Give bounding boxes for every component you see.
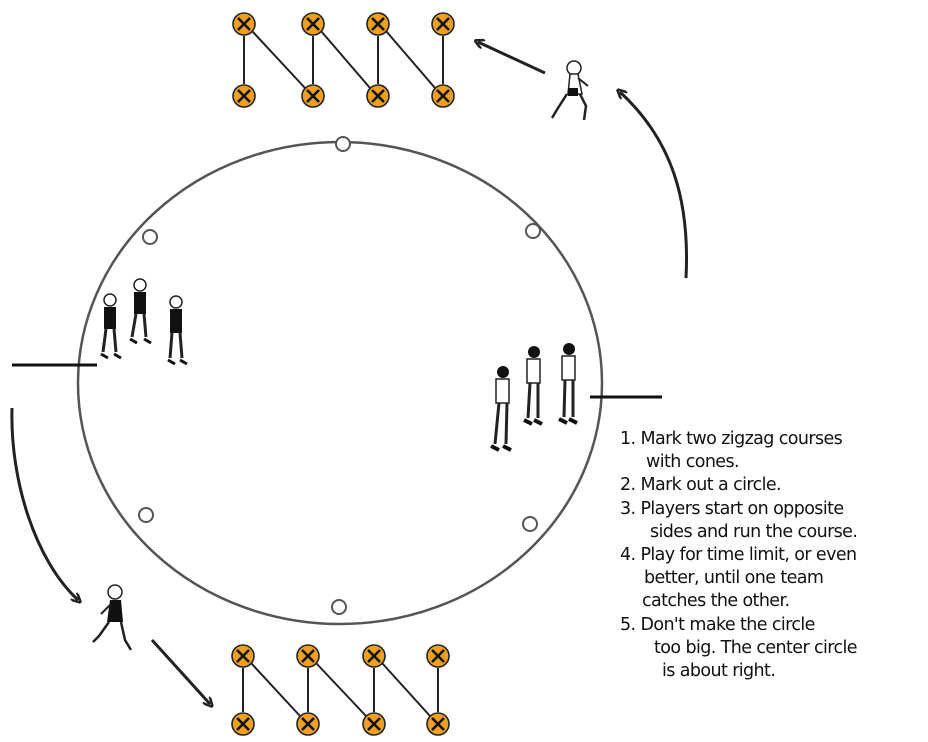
circle-marker-icon <box>525 223 541 239</box>
orange-cone-x-icon <box>300 83 326 109</box>
orange-cone-x-icon <box>430 11 456 37</box>
instruction-step-1: 1. Mark two zigzag courses with cones. <box>620 428 925 474</box>
player-figure-icon <box>92 584 133 651</box>
instruction-step-5: 5. Don't make the circle too big. The ce… <box>620 614 925 684</box>
circle-marker-icon <box>138 507 154 523</box>
player-figure-icon <box>550 60 589 121</box>
step-1-line-2: with cones. <box>646 452 740 473</box>
orange-cone-x-icon <box>361 643 387 669</box>
orange-cone-x-icon <box>425 711 451 737</box>
orange-cone-x-icon <box>230 711 256 737</box>
orange-cone-x-icon <box>231 83 257 109</box>
circle-markers <box>138 136 541 615</box>
instruction-step-3: 3. Players start on opposite sides and r… <box>620 498 925 544</box>
step-5-line-2: too big. The center circle <box>654 637 858 658</box>
orange-cone-x-icon <box>430 83 456 109</box>
bottom-zigzag-course <box>230 643 451 737</box>
circle-marker-icon <box>522 516 538 532</box>
circle-marker-icon <box>335 136 351 152</box>
step-1-line-1: 1. Mark two zigzag courses <box>620 429 843 449</box>
orange-cone-x-icon <box>365 83 391 109</box>
step-2-line-1: 2. Mark out a circle. <box>620 475 782 496</box>
orange-cone-x-icon <box>295 643 321 669</box>
direction-arrows <box>10 42 689 704</box>
player-figure-icon <box>558 343 578 425</box>
orange-cone-x-icon <box>365 11 391 37</box>
step-3-line-1: 3. Players start on opposite <box>620 498 844 519</box>
step-5-line-1: 5. Don't make the circle <box>620 614 815 635</box>
arrow-bottom-right <box>150 638 210 704</box>
running-circle <box>76 140 604 626</box>
player-figure-icon <box>523 346 543 426</box>
player-figure-icon <box>167 295 188 366</box>
orange-cone-x-icon <box>425 643 451 669</box>
instruction-step-2: 2. Mark out a circle. <box>620 474 925 497</box>
arrow-up-right <box>620 92 689 279</box>
step-4-line-3: catches the other. <box>642 591 790 612</box>
circle-marker-icon <box>331 599 347 615</box>
top-zigzag-course <box>231 11 456 109</box>
arrow-down-left <box>10 407 78 600</box>
player-figure-icon <box>100 293 122 360</box>
step-4-line-1: 4. Play for time limit, or even <box>620 545 857 566</box>
step-4-line-2: better, until one team <box>644 568 824 589</box>
orange-cone-x-icon <box>231 11 257 37</box>
player-figure-icon <box>490 366 512 452</box>
orange-cone-x-icon <box>300 11 326 37</box>
orange-cone-x-icon <box>230 643 256 669</box>
circle-marker-icon <box>142 229 158 245</box>
instruction-step-4: 4. Play for time limit, or even better, … <box>620 544 925 614</box>
arrow-top-left <box>478 42 546 75</box>
step-3-line-2: sides and run the course. <box>650 521 858 542</box>
orange-cone-x-icon <box>361 711 387 737</box>
step-5-line-3: is about right. <box>662 661 776 682</box>
instructions-list: 1. Mark two zigzag courses with cones. 2… <box>620 428 925 683</box>
orange-cone-x-icon <box>295 711 321 737</box>
player-figure-icon <box>129 278 152 345</box>
